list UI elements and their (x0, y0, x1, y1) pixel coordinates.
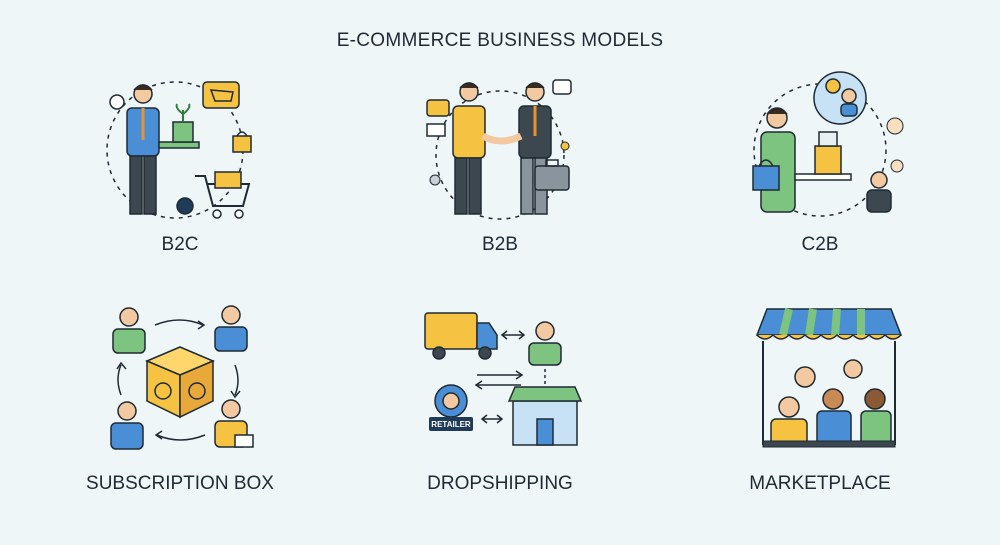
model-label: MARKETPLACE (749, 473, 891, 494)
model-label: DROPSHIPPING (427, 473, 573, 494)
model-label: SUBSCRIPTION BOX (86, 473, 274, 494)
model-b2c: B2C (65, 70, 295, 270)
model-marketplace: MARKETPLACE (705, 295, 935, 495)
model-label: C2B (801, 234, 839, 255)
model-dropshipping: RETAILER DROPSHIPPING (385, 295, 615, 495)
page-title: E-COMMERCE BUSINESS MODELS (336, 30, 664, 51)
person-top-left (112, 307, 146, 354)
b2c-illustration-icon (106, 81, 252, 219)
subscription-box-icon (110, 305, 254, 450)
model-label: B2B (482, 234, 518, 255)
model-b2b: B2B (385, 70, 615, 270)
marketplace-stall-icon (755, 308, 903, 448)
model-subscription-box: SUBSCRIPTION BOX (65, 295, 295, 495)
retailer-sign-text: RETAILER (431, 420, 471, 429)
c2b-illustration-icon (752, 71, 904, 217)
model-c2b: C2B (705, 70, 935, 270)
b2b-handshake-icon (426, 79, 572, 220)
dropshipping-icon: RETAILER (424, 312, 583, 446)
model-label: B2C (161, 234, 199, 255)
